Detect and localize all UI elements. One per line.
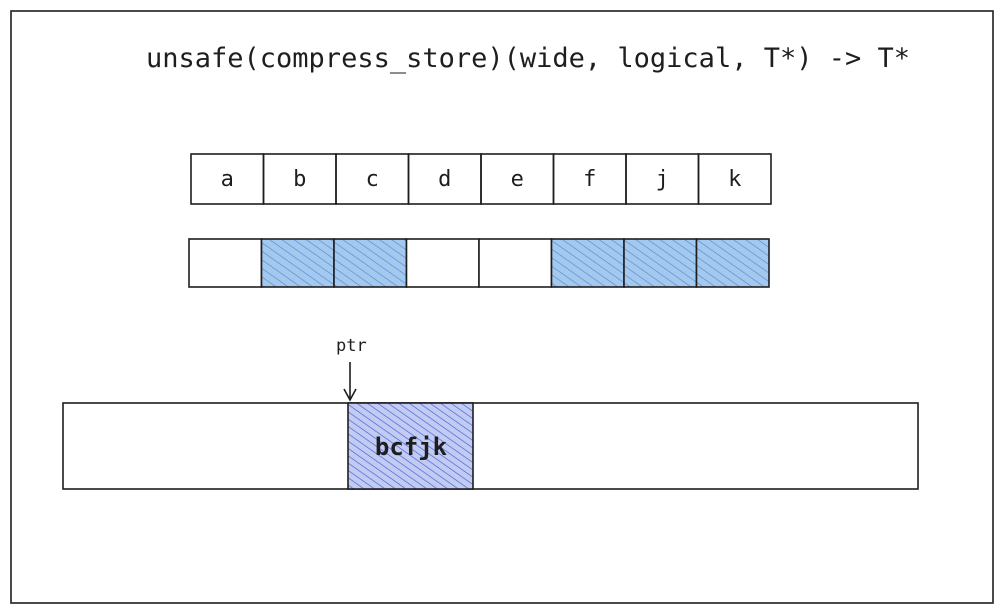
mask-cell-false [478,238,553,288]
wide-cell-value: a [221,167,234,192]
wide-cell-value: j [656,167,669,192]
logical-mask [188,238,770,288]
mask-cell-true [260,238,335,288]
outer-frame [10,10,994,604]
stored-values-label: bcfjk [375,433,448,461]
pointer-arrow-head [343,388,357,402]
wide-cell-value: e [511,167,524,192]
mask-cell-true [695,238,770,288]
pointer-label: ptr [336,336,367,356]
wide-cell-value: k [728,167,741,192]
wide-cell-value: b [293,167,306,192]
mask-cell-false [405,238,480,288]
mask-cell-true [623,238,698,288]
wide-cell [697,153,772,205]
function-signature-title: unsafe(compress_store)(wide, logical, T*… [146,43,910,74]
wide-cell-value: d [438,167,451,192]
wide-cell-value: c [366,167,379,192]
stored-region [347,402,474,490]
output-memory-buffer [62,402,919,490]
mask-cell-true [550,238,625,288]
mask-cell-false [188,238,263,288]
wide-cell-value: f [583,167,596,192]
mask-cell-true [333,238,408,288]
